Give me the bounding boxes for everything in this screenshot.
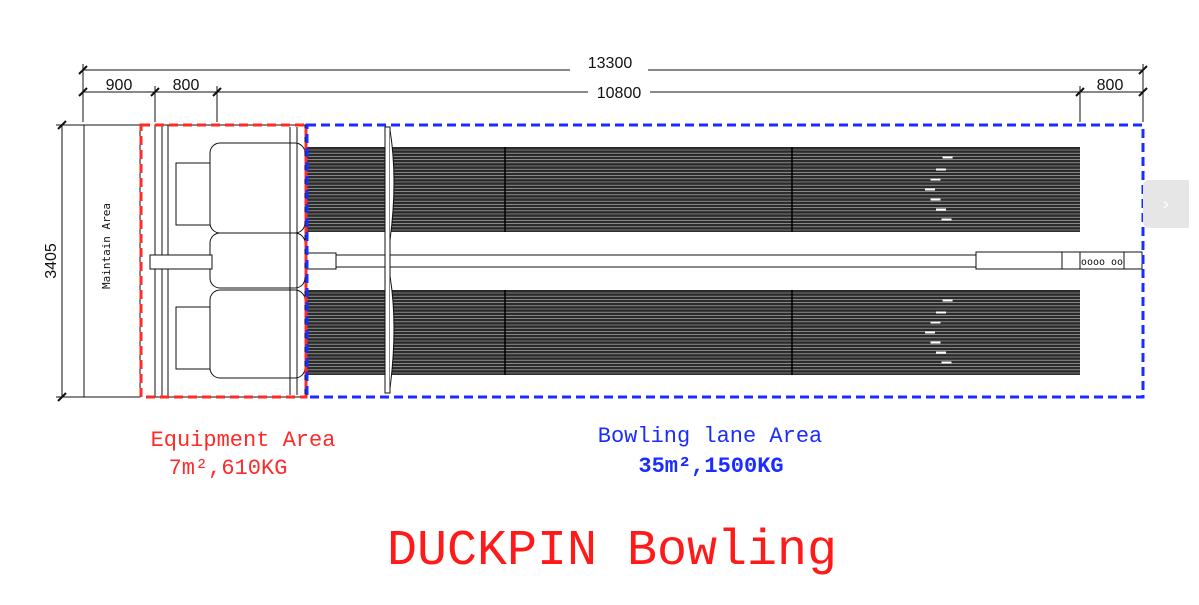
total-length-label: 13300 [588,55,633,72]
lane-area-outline [305,123,1145,399]
page-title: DUCKPIN Bowling [387,523,837,580]
ball-return-channel [305,251,1143,270]
lane-lower [306,290,1080,375]
lane-area-title: Bowling lane Area [598,424,822,449]
equipment-length-label: 800 [173,77,200,94]
lane-length-label: 10800 [597,85,642,102]
sweep-bar [384,126,395,394]
lane-area-spec: 35m²,1500KG [638,454,783,479]
equipment-area-title: Equipment Area [151,428,336,453]
total-dim-bg [570,61,648,77]
lane-upper [306,147,1080,232]
ball-return-rack: oooo oo [1081,257,1123,268]
next-slide-button[interactable]: › [1143,180,1189,228]
maintain-area [83,124,141,398]
lane-dim-bg [588,84,650,100]
maintain-length-label: 900 [106,77,133,94]
maintain-area-label: Maintain Area [100,203,113,289]
bowling-lanes [306,127,1142,395]
chevron-right-icon: › [1162,193,1170,215]
end-length-label: 800 [1097,77,1124,94]
equipment-area-spec: 7m²,610KG [169,456,288,481]
pinsetter-machinery [149,124,306,398]
width-label: 3405 [43,243,60,279]
